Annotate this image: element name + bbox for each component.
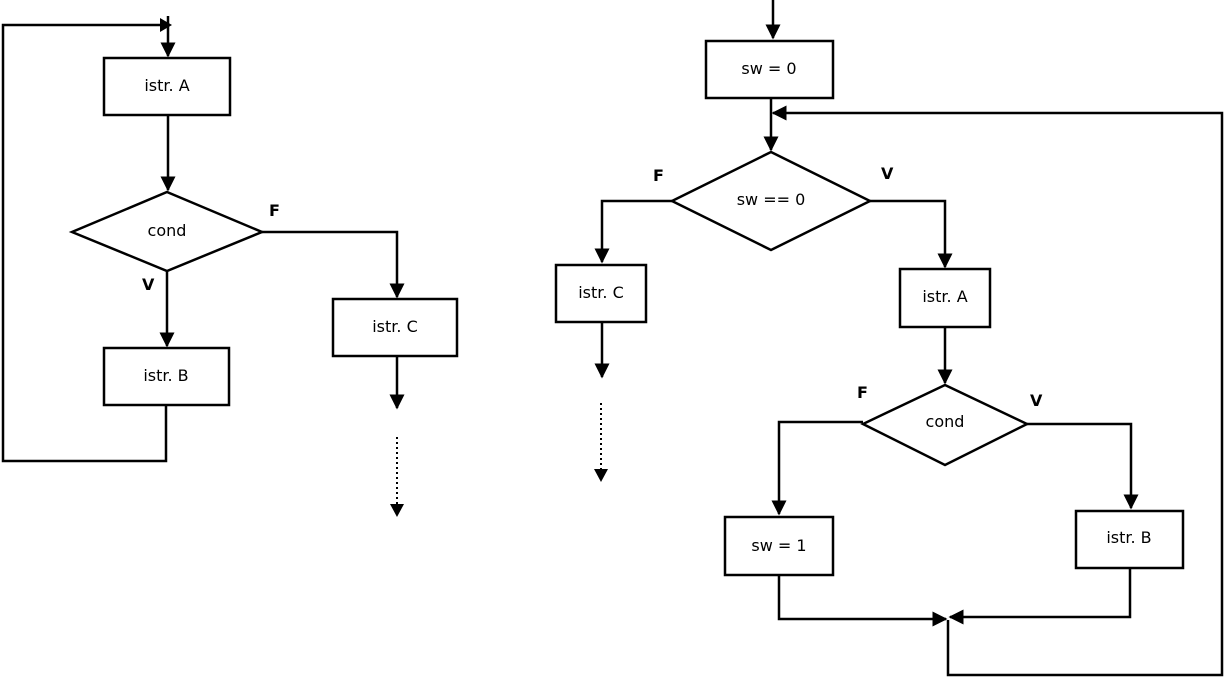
right-sw-check-label: sw == 0	[737, 190, 806, 209]
right-cond-true-label: V	[1030, 391, 1043, 410]
left-cond-label: cond	[148, 221, 187, 240]
right-flowchart: sw = 0 sw == 0 F istr. C V istr. A cond …	[554, 0, 1224, 677]
right-cond-label: cond	[926, 412, 965, 431]
right-sw-set-box	[723, 515, 835, 577]
left-istr-c-label: istr. C	[372, 317, 418, 336]
right-merge-from-sw-set-edge	[777, 575, 948, 627]
right-istr-b-box	[1074, 509, 1185, 570]
left-istr-a-box	[102, 56, 232, 117]
right-istr-b-label: istr. B	[1106, 528, 1151, 547]
left-loop-back-edge	[1, 23, 168, 463]
right-check-false-edge	[594, 199, 672, 264]
right-continuation-arrowhead	[594, 469, 608, 482]
left-false-edge	[262, 230, 405, 299]
right-istr-a-label: istr. A	[922, 287, 967, 306]
right-sw-check-diamond	[669, 150, 873, 252]
left-flowchart: istr. A cond V istr. B F istr. C	[1, 16, 459, 517]
right-check-false-label: F	[653, 166, 664, 185]
left-istr-a-label: istr. A	[144, 76, 189, 95]
left-false-label: F	[269, 201, 280, 220]
right-check-true-label: V	[881, 164, 894, 183]
right-cond-false-edge	[771, 420, 863, 516]
right-check-true-edge	[870, 199, 953, 269]
right-istr-c-label: istr. C	[578, 283, 624, 302]
left-loop-junction-marker	[160, 18, 172, 32]
right-istr-c-box	[554, 263, 648, 324]
right-sw-set-label: sw = 1	[751, 536, 806, 555]
left-continuation-arrowhead	[390, 504, 404, 517]
right-merge-from-istr-b-edge	[948, 568, 1132, 625]
right-loop-back-edge	[771, 105, 1224, 677]
right-cond-true-edge	[1027, 422, 1139, 510]
right-istr-a-box	[898, 267, 992, 329]
left-istr-b-box	[102, 346, 231, 407]
left-istr-c-box	[331, 297, 459, 358]
right-sw-init-box	[704, 39, 835, 100]
left-istr-b-label: istr. B	[143, 366, 188, 385]
left-true-label: V	[142, 275, 155, 294]
right-cond-diamond	[860, 383, 1030, 467]
right-sw-init-label: sw = 0	[741, 59, 796, 78]
right-cond-false-label: F	[857, 383, 868, 402]
